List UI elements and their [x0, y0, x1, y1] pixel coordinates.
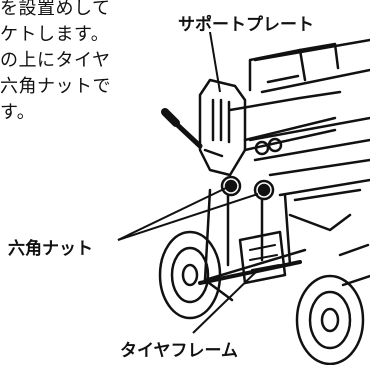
instruction-line-2: ケトします。 — [0, 24, 110, 45]
instruction-line-5: す。 — [0, 102, 36, 123]
support-plate-leader — [209, 31, 221, 93]
hex-nut-leader-2 — [117, 193, 259, 241]
instruction-line-1: を設置めして — [0, 0, 111, 19]
tire-frame-leader — [192, 269, 259, 334]
support-plate-label: サポートプレート — [178, 15, 314, 35]
instruction-line-4: 六角ナットで — [0, 76, 111, 97]
tire-frame-label: タイヤフレーム — [120, 341, 238, 361]
hex-nut-leader-1 — [117, 187, 227, 241]
instruction-text: を設置めして ケトします。 の上にタイヤ 六角ナットで す。 — [0, 0, 160, 126]
instruction-line-3: の上にタイヤ — [0, 50, 111, 71]
hex-nut-label: 六角ナット — [8, 239, 93, 259]
